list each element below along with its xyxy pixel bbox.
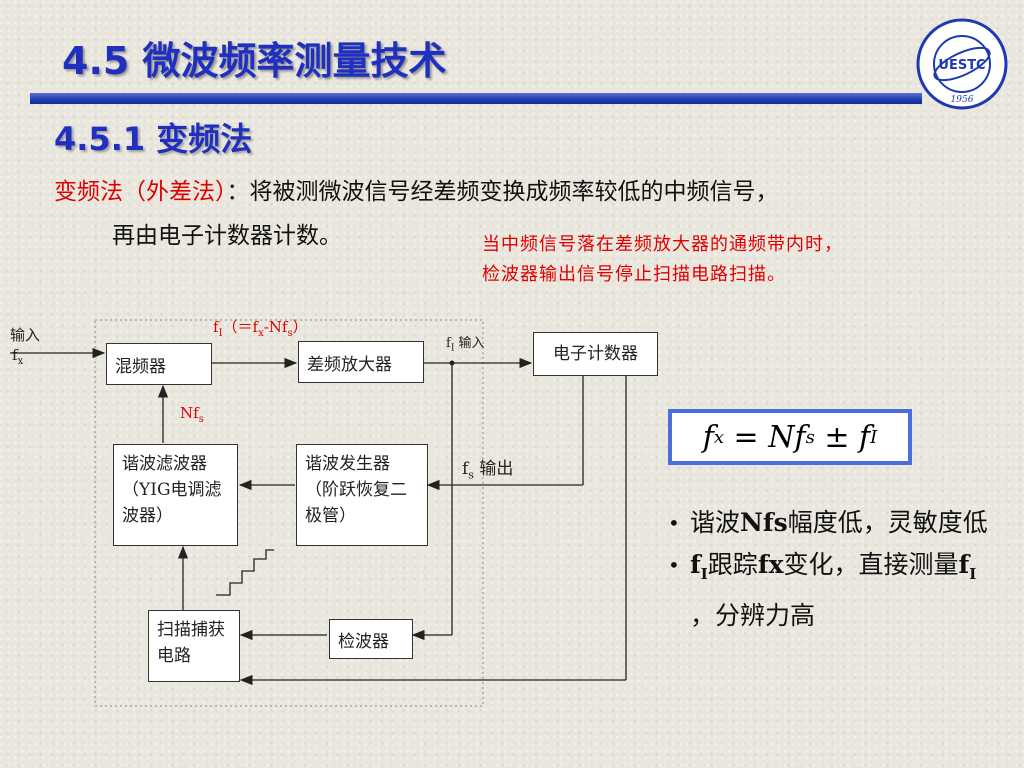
nfs-label: Nfs bbox=[180, 404, 204, 425]
fi-input-label: fI 输入 bbox=[446, 336, 485, 354]
bullet-1: 谐波Nfs幅度低，灵敏度低 bbox=[668, 502, 988, 544]
red-note: 当中频信号落在差频放大器的通频带内时， 检波器输出信号停止扫描电路扫描。 bbox=[482, 230, 843, 290]
definition-line: 变频法（外差法）：将被测微波信号经差频变换成频率较低的中频信号， bbox=[54, 172, 779, 206]
logo-year: 1956 bbox=[951, 95, 974, 105]
input-symbol: fx bbox=[12, 346, 24, 367]
title-rule bbox=[30, 93, 922, 104]
input-label: 输入 bbox=[10, 326, 41, 344]
bullet-list: 谐波Nfs幅度低，灵敏度低 fI跟踪fx变化，直接测量fI ，分辨力高 bbox=[668, 502, 988, 637]
logo-text: UESTC bbox=[938, 58, 985, 73]
amplifier-box: 差频放大器 bbox=[298, 341, 424, 383]
harmonic-generator-box: 谐波发生器（阶跃恢复二极管） bbox=[296, 444, 428, 546]
scan-capture-box: 扫描捕获电路 bbox=[148, 610, 240, 682]
definition-text: ：将被测微波信号经差频变换成频率较低的中频信号， bbox=[226, 179, 779, 205]
page-title: 4.5 微波频率测量技术 bbox=[62, 39, 447, 83]
note-line-2: 检波器输出信号停止扫描电路扫描。 bbox=[482, 264, 786, 285]
university-logo-icon: UESTC 1956 bbox=[916, 18, 1008, 110]
note-line-1: 当中频信号落在差频放大器的通频带内时， bbox=[482, 234, 843, 255]
definition-line-2: 再由电子计数器计数。 bbox=[112, 223, 342, 249]
bullet-2: fI跟踪fx变化，直接测量fI ，分辨力高 bbox=[668, 544, 988, 637]
harmonic-filter-box: 谐波滤波器（YIG电调滤波器） bbox=[113, 444, 238, 546]
detector-box: 检波器 bbox=[329, 619, 413, 659]
counter-box: 电子计数器 bbox=[533, 332, 658, 376]
staircase-waveform bbox=[216, 549, 274, 596]
section-title: 4.5.1 变频法 bbox=[54, 120, 253, 158]
mixer-box: 混频器 bbox=[106, 343, 212, 385]
branch-dot bbox=[449, 360, 455, 366]
dashed-boundary bbox=[94, 319, 484, 707]
definition-term: 变频法（外差法） bbox=[54, 179, 227, 205]
fi-label: fI（＝fx-Nfs） bbox=[213, 318, 308, 339]
fs-output-label: fs 输出 bbox=[462, 459, 514, 482]
